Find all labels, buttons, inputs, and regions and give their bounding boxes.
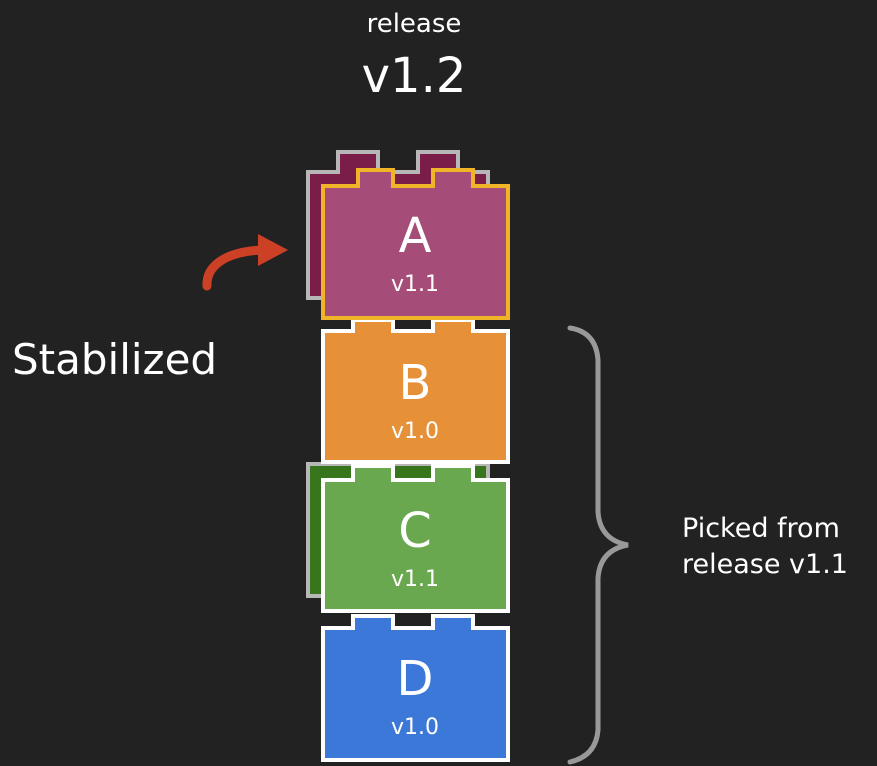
block-c-letter: C: [398, 503, 432, 559]
block-a-version: v1.1: [391, 272, 439, 297]
block-d-version: v1.0: [391, 715, 439, 740]
block-a-letter: A: [399, 208, 432, 264]
block-d: D v1.0: [321, 614, 510, 762]
block-b-version: v1.0: [391, 419, 439, 444]
curved-arrow-icon: [202, 234, 288, 291]
block-c-body: [321, 464, 510, 613]
release-version: v1.2: [362, 48, 467, 104]
brace-label-line1: Picked from: [682, 513, 840, 544]
right-curly-brace: [567, 325, 629, 765]
block-b-letter: B: [399, 355, 432, 411]
block-c-version: v1.1: [391, 567, 439, 592]
block-b: B v1.0: [321, 318, 510, 464]
block-a: A v1.1: [321, 168, 510, 320]
block-d-body: [321, 614, 510, 762]
stabilized-label: Stabilized: [12, 335, 217, 384]
block-a-body: [321, 168, 510, 320]
brace-label-line2: release v1.1: [682, 549, 848, 580]
release-label: release: [367, 9, 462, 39]
block-d-letter: D: [397, 651, 434, 707]
block-c: C v1.1: [321, 464, 510, 613]
